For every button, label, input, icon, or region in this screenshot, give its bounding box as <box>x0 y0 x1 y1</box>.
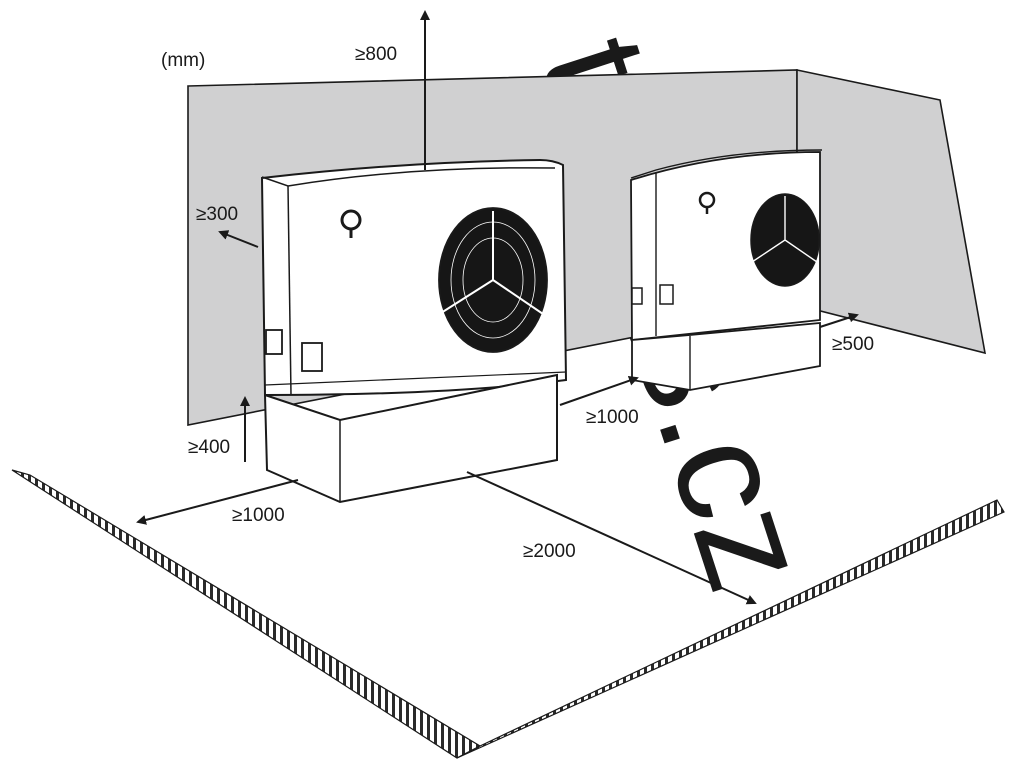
clearance-front-label: ≥1000 <box>232 505 285 526</box>
ground-boundary <box>11 469 1005 759</box>
clearance-front-far-label: ≥2000 <box>523 541 576 562</box>
clearance-top-label: ≥800 <box>355 44 397 65</box>
clearance-between-label: ≥1000 <box>586 407 639 428</box>
fan-icon <box>438 207 548 353</box>
brand-logo-icon <box>340 209 362 238</box>
clearance-arrows <box>136 10 859 605</box>
unit-label: (mm) <box>161 50 205 71</box>
arrow-front-far <box>466 471 757 605</box>
panel-handle-icon <box>631 284 674 305</box>
fan-icon <box>750 193 820 287</box>
panel-handle-icon <box>265 329 323 372</box>
wall-right <box>796 69 987 355</box>
brand-logo-icon <box>698 191 716 214</box>
heat-pump-unit-front <box>260 158 568 504</box>
clearance-side-label: ≥300 <box>196 204 238 225</box>
clearance-right-wall-label: ≥500 <box>832 334 874 355</box>
heat-pump-unit-rear <box>630 149 823 391</box>
arrow-side <box>218 230 259 248</box>
clearance-bottom-label: ≥400 <box>188 437 230 458</box>
arrow-front <box>136 479 299 525</box>
clearance-labels: (mm) ≥800 ≥300 ≥400 ≥1000 ≥500 ≥1000 ≥20… <box>161 44 874 562</box>
arrow-right-wall <box>819 312 859 328</box>
arrow-between-units <box>559 375 639 406</box>
